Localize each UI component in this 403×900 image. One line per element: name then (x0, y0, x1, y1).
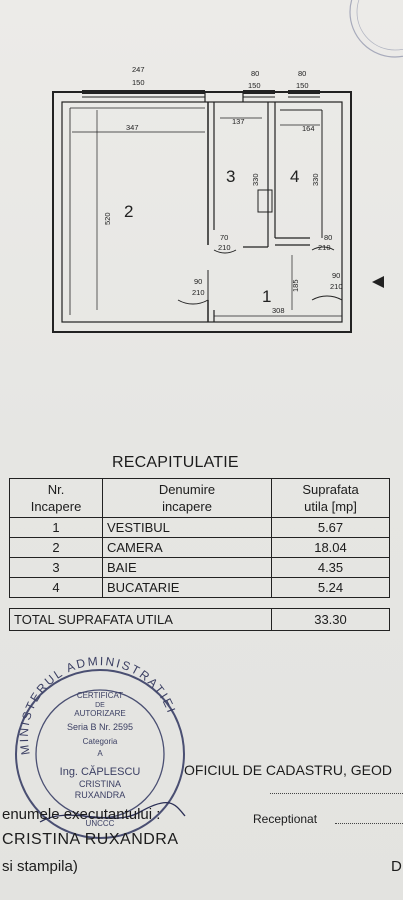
executant-name: CRISTINA RUXANDRA (2, 831, 179, 848)
dim-room4-height: 330 (311, 173, 320, 186)
room-label-3: 3 (226, 167, 235, 186)
stamp-bottom: UNCCC (86, 819, 115, 828)
receptionat-label: Receptionat (253, 812, 318, 826)
total-label: TOTAL SUPRAFATA UTILA (9, 608, 272, 631)
dim-door3: 70 (220, 233, 228, 242)
dim-top-right: 80 (298, 69, 306, 78)
dim-door-entry: 90 (332, 271, 340, 280)
table-total-row: TOTAL SUPRAFATA UTILA 33.30 (9, 608, 390, 631)
dim-door2: 90 (194, 277, 202, 286)
dim-room2-width: 347 (126, 123, 139, 132)
room-label-2: 2 (124, 202, 133, 221)
stamp-categoria: Categoria (83, 737, 118, 746)
stamp-name-2: RUXANDRA (75, 790, 126, 800)
stamp-cat-value: A (97, 749, 103, 758)
stamp-ing: Ing. CĂPLESCU (60, 765, 141, 778)
table-row: 3 BAIE 4.35 (9, 557, 390, 578)
dim-room2-height: 520 (103, 212, 112, 225)
stamp-inner-1: CERTIFICAT (77, 691, 123, 700)
dim-door-entry-h: 210 (330, 282, 343, 291)
dim-top-mid-h: 150 (248, 81, 261, 90)
header-nr: Nr.Incapere (9, 478, 103, 518)
recap-title: RECAPITULATIE (112, 454, 239, 471)
total-value: 33.30 (271, 608, 390, 631)
dim-room4-width: 164 (302, 124, 315, 133)
authorization-stamp: MINISTERUL ADMINISTRATIEI CERTIFICAT DE … (15, 654, 186, 839)
dim-top-left-h: 150 (132, 78, 145, 87)
dim-door4: 80 (324, 233, 332, 242)
dim-top-left: 247 (132, 65, 145, 74)
dim-top-right-h: 150 (296, 81, 309, 90)
table-row: 4 BUCATARIE 5.24 (9, 577, 390, 598)
right-edge-letter: D (391, 858, 402, 875)
office-dotted-line (270, 793, 403, 794)
floor-plan: 247 150 80 150 80 150 347 137 164 520 33… (52, 65, 384, 333)
table-gap-row (9, 597, 390, 609)
signature-icon (39, 801, 186, 823)
table-row: 2 CAMERA 18.04 (9, 537, 390, 558)
table-row: 1 VESTIBUL 5.67 (9, 517, 390, 538)
receptionat-dotted-line (335, 823, 403, 824)
dim-room1-height: 185 (291, 279, 300, 292)
dim-room3-width: 137 (232, 117, 245, 126)
stamp-name-1: CRISTINA (79, 779, 121, 789)
dim-top-mid: 80 (251, 69, 259, 78)
office-text: OFICIUL DE CADASTRU, GEOD (184, 762, 392, 778)
dim-door4-h: 210 (318, 243, 331, 252)
dim-room1-width: 308 (272, 306, 285, 315)
stamp-inner-3: AUTORIZARE (74, 709, 125, 718)
stamp-inner-2: DE (95, 702, 105, 709)
signature-stamp-label: si stampila) (2, 858, 78, 875)
dim-room3-height: 330 (251, 173, 260, 186)
room-label-4: 4 (290, 167, 299, 186)
executant-label: enumele executantului : (2, 806, 161, 823)
dim-door2-h: 210 (192, 288, 205, 297)
arrow-icon (372, 276, 384, 288)
top-corner-stamp (349, 0, 403, 58)
stamp-seria: Seria B Nr. 2595 (67, 722, 133, 732)
dim-door3-h: 210 (218, 243, 231, 252)
room-label-1: 1 (262, 287, 271, 306)
